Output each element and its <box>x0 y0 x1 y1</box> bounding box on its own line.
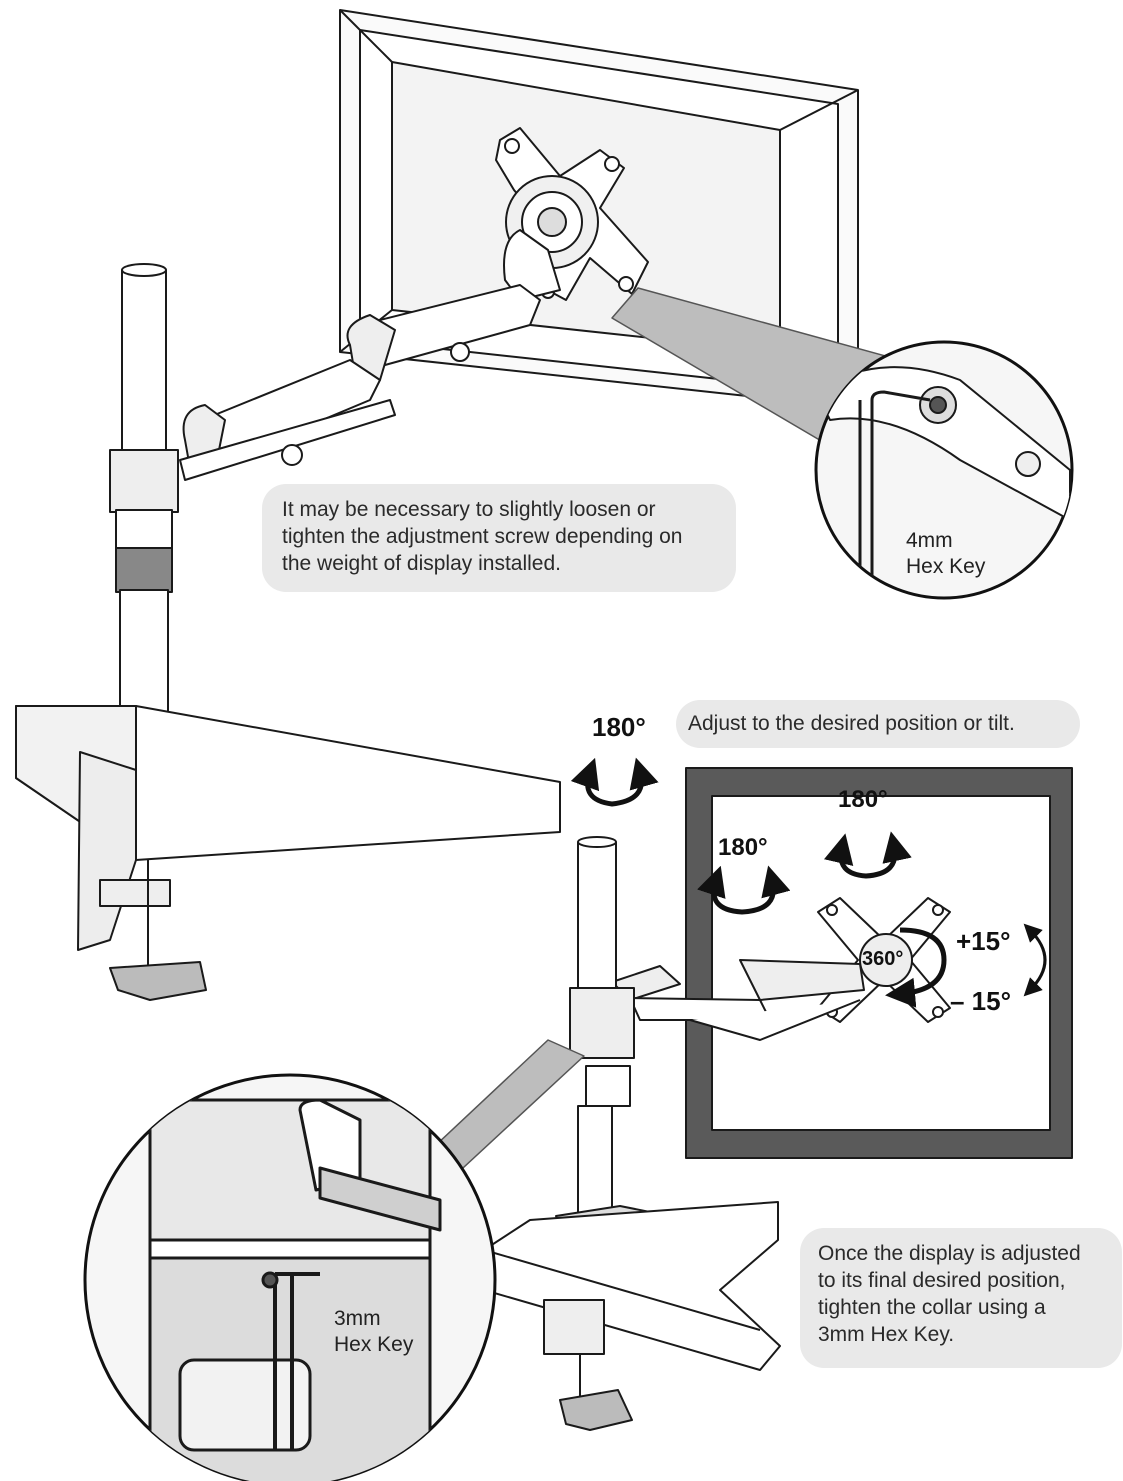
rotation-arrows <box>570 757 1047 1008</box>
tilt-up-label: +15° <box>956 926 1011 956</box>
tilt-arrow <box>1023 923 1047 997</box>
mount-rotation-label: 360° <box>862 948 904 970</box>
note-adjustment-screw: It may be necessary to slightly loosen o… <box>262 484 736 592</box>
mount-360-arrow <box>885 927 947 1008</box>
top-illustration <box>15 9 1074 1001</box>
tilt-down-label: – 15° <box>950 986 1012 1016</box>
note-line: Once the display is adjusted <box>818 1242 1081 1265</box>
pole-rotation-label: 180° <box>592 712 646 742</box>
hex-key-label-3mm: 3mm Hex Key <box>334 1306 413 1358</box>
note-line: the weight of display installed. <box>282 552 561 575</box>
hex-key-label-4mm: 4mm Hex Key <box>906 528 985 580</box>
desk-top <box>15 705 561 1001</box>
note-line: tighten the adjustment screw depending o… <box>282 525 683 548</box>
note-line: It may be necessary to slightly loosen o… <box>282 498 656 521</box>
bottom-illustration <box>83 767 1073 1481</box>
monitor-top-rotation-label: 180° <box>838 786 888 813</box>
arm-top <box>179 229 561 481</box>
note-adjust-tilt: Adjust to the desired position or tilt. <box>676 700 1080 748</box>
pole-rotate-arrow <box>570 757 659 807</box>
note-line: to its final desired position, <box>818 1269 1066 1292</box>
pole-bottom <box>555 836 701 1253</box>
note-line: 3mm Hex Key. <box>818 1323 955 1346</box>
hex-key-size: 3mm <box>334 1307 381 1330</box>
monitor-side-rotate-arrow <box>697 865 791 915</box>
hex-key-size: 4mm <box>906 529 953 552</box>
hex-key-text: Hex Key <box>334 1333 414 1356</box>
monitor-top-rotate-arrow <box>824 831 912 879</box>
desk-bottom <box>483 1201 781 1431</box>
note-line: tighten the collar using a <box>818 1296 1046 1319</box>
hex-key-text: Hex Key <box>906 555 986 578</box>
monitor-side-rotation-label: 180° <box>718 834 768 861</box>
note-tighten-collar: Once the display is adjusted to its fina… <box>800 1228 1122 1368</box>
pole-top <box>99 263 263 783</box>
